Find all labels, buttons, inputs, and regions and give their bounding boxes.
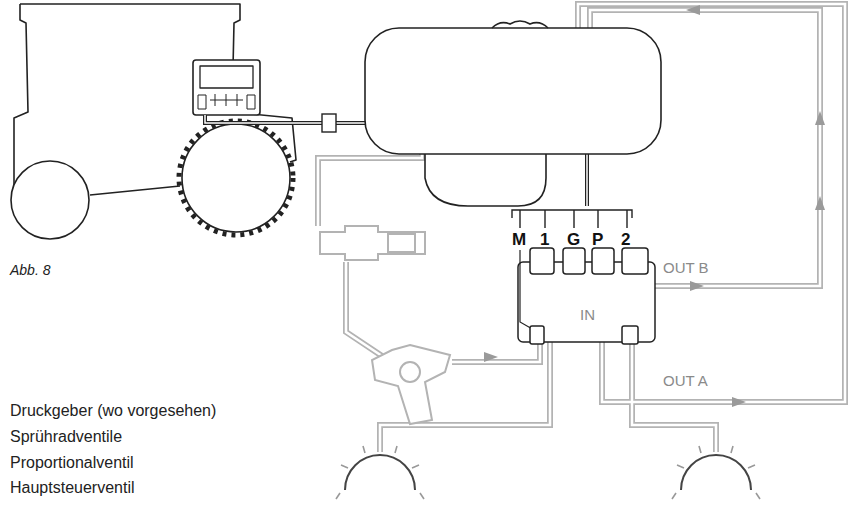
legend-text: Hauptsteuerventil [10, 479, 135, 497]
spray-booms [336, 446, 760, 499]
pressure-regulator [320, 226, 425, 260]
pipes [318, 4, 845, 452]
legend-text: Druckgeber (wo vorgesehen) [10, 402, 216, 420]
legend-text: Sprühradventile [10, 428, 122, 446]
legend-text: Proportionalventil [10, 454, 134, 472]
port-label: OUT B [663, 259, 709, 276]
tank [365, 21, 661, 206]
valve-connector: G [567, 230, 580, 250]
main-control-valve [512, 210, 655, 344]
valve-connector: 2 [621, 230, 630, 250]
valve-connector: P [592, 230, 603, 250]
pump [372, 345, 450, 424]
valve-connector: M [512, 230, 526, 250]
figure-number: Abb. 8 [10, 262, 50, 278]
port-label: IN [580, 306, 595, 323]
port-label: OUT A [663, 372, 708, 389]
valve-connector: 1 [540, 230, 549, 250]
